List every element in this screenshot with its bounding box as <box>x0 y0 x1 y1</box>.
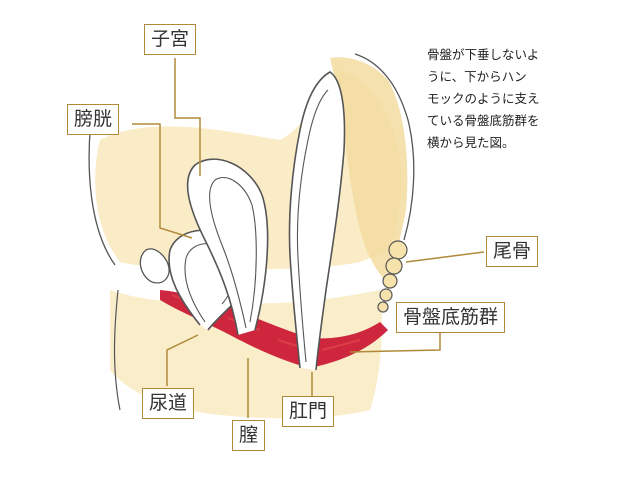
description-line: 骨盤が下垂しないよ <box>427 47 540 62</box>
rectum-organ <box>288 71 346 371</box>
label-uterus: 子宮 <box>144 24 197 55</box>
label-anus: 肛門 <box>282 396 335 427</box>
description-line: ている骨盤底筋群を <box>427 113 540 128</box>
description-line: モックのように支え <box>427 91 540 106</box>
label-urethra: 尿道 <box>142 388 195 419</box>
uterus-organ <box>186 158 269 336</box>
pubic-bone <box>139 248 170 284</box>
label-vagina: 膣 <box>232 420 266 451</box>
label-pelvic-floor-muscles: 骨盤底筋群 <box>396 302 506 333</box>
description-line: うに、下からハン <box>427 69 527 84</box>
description-line: 横から見た図。 <box>427 135 515 150</box>
label-coccyx: 尾骨 <box>486 236 539 267</box>
leader-lines <box>132 58 485 418</box>
coccyx-bones <box>377 240 408 313</box>
description-text: 骨盤が下垂しないよ うに、下からハン モックのように支え ている骨盤底筋群を 横… <box>427 44 587 154</box>
label-bladder: 膀胱 <box>67 104 120 135</box>
